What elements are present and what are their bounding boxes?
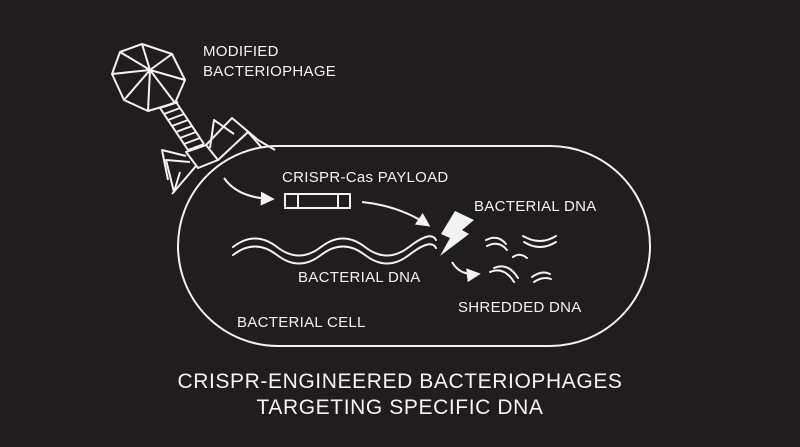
phage-label-line1: MODIFIED [203,43,279,60]
target-dna-label: BACTERIAL DNA [474,198,597,215]
payload-label: CRISPR-Cas PAYLOAD [282,169,449,186]
dna-strand-label: BACTERIAL DNA [298,269,421,286]
shredded-dna-fragments [485,235,557,283]
bacteriophage-icon [111,43,276,195]
caption-line1: CRISPR-ENGINEERED BACTERIOPHAGES [177,370,623,393]
caption-line2: TARGETING SPECIFIC DNA [256,396,544,419]
injection-arrow [223,177,275,206]
bacterial-dna-strand [232,235,437,265]
lightning-bolt-icon [440,211,474,256]
phage-label-line2: BACTERIOPHAGE [203,63,337,80]
cut-to-shredded-arrow [451,261,481,283]
crispr-payload-cassette [284,193,351,209]
payload-to-dna-arrow [361,201,431,227]
bacterial-cell-label: BACTERIAL CELL [237,314,366,331]
shredded-dna-label: SHREDDED DNA [458,299,582,316]
bacterial-cell-outline [177,145,651,347]
